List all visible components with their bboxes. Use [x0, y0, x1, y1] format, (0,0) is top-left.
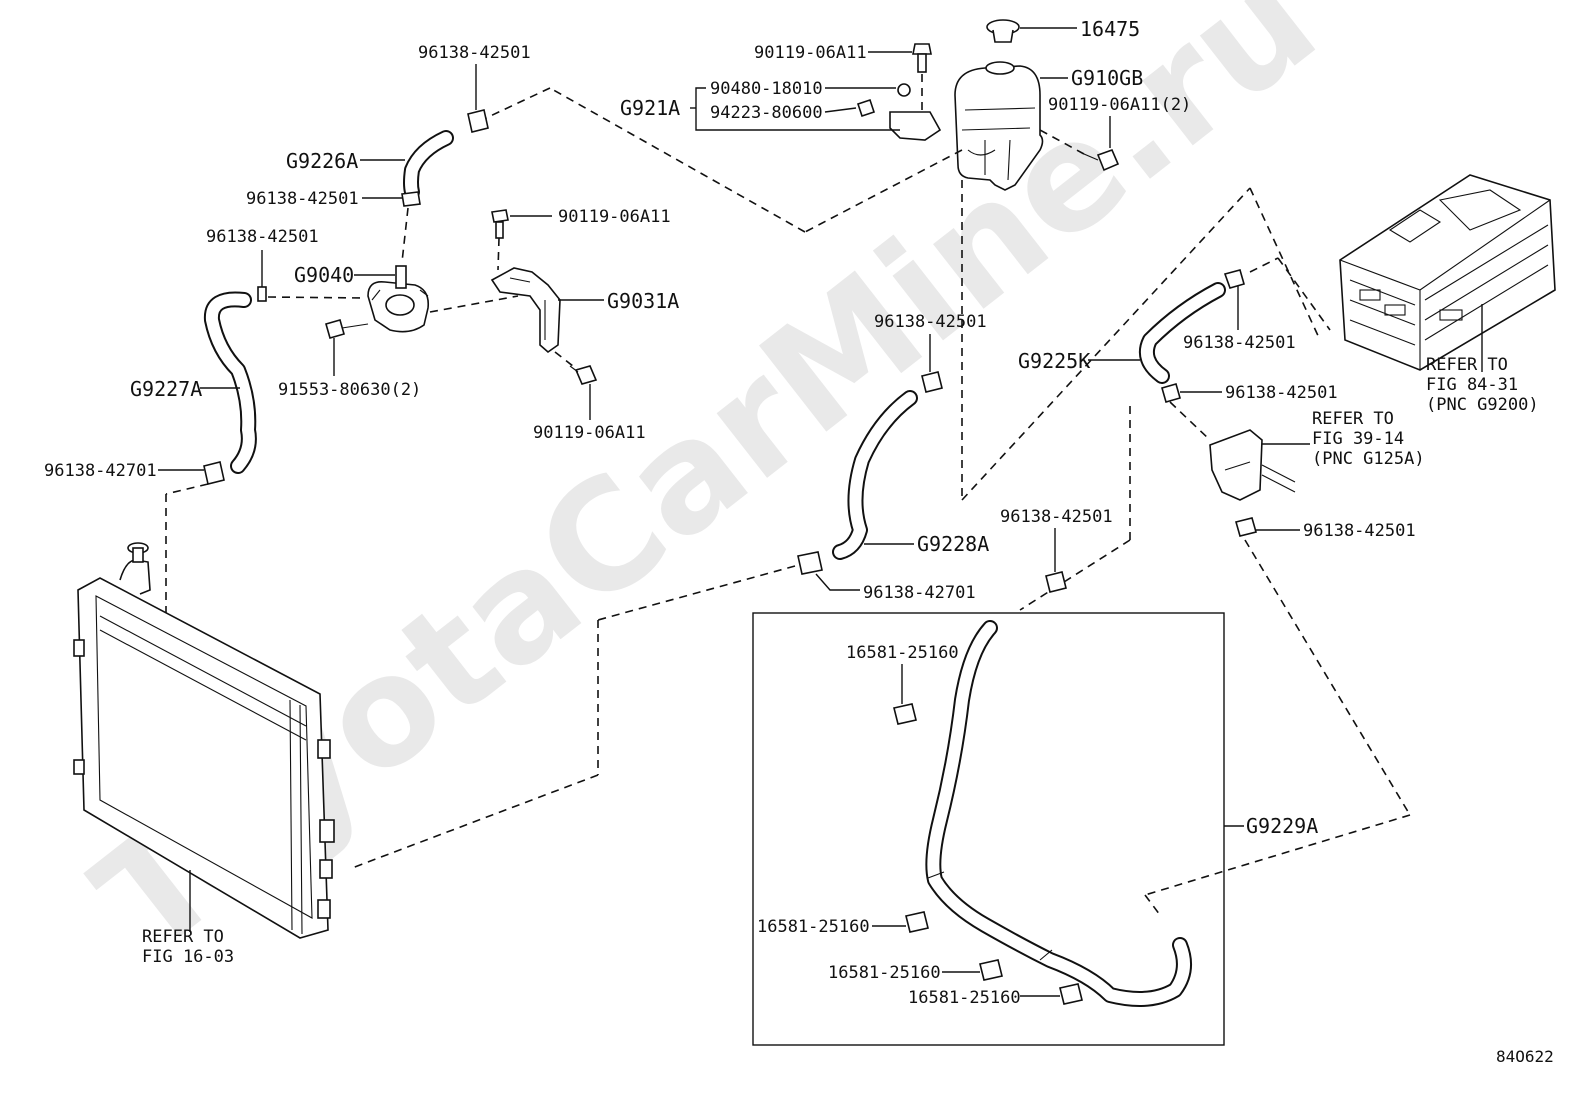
clamp-g9225k-bottom	[1161, 383, 1181, 403]
label-90119-bracket: 90119-06A11	[558, 207, 671, 227]
clamp-g9227a-top	[257, 286, 267, 302]
bolt-top	[912, 43, 932, 73]
ref-g125a-line3: (PNC G125A)	[1312, 449, 1425, 469]
reservoir-tank	[954, 61, 1044, 191]
label-clip4: 16581-25160	[908, 988, 1021, 1008]
bolt-bracket-top	[491, 209, 509, 239]
ref-radiator-line2: FIG 16-03	[142, 947, 234, 967]
clamp-42701-mid	[797, 551, 823, 575]
label-90119-lower: 90119-06A11	[533, 423, 646, 443]
ref-inverter-line1: REFER TO	[1426, 355, 1508, 375]
label-clip3: 16581-25160	[828, 963, 941, 983]
clamp-g9229a-top	[1045, 571, 1067, 593]
label-clamp-g9228a: 96138-42501	[874, 312, 987, 332]
label-g9228a: G9228A	[917, 532, 989, 556]
hose-g9226a	[403, 130, 454, 200]
bolt-bracket-lower	[569, 365, 598, 385]
label-90119-top: 90119-06A11	[754, 43, 867, 63]
clamp-42701-left	[203, 461, 225, 485]
bolt-tank-side	[1083, 148, 1120, 172]
hose-g9229a	[925, 620, 1192, 1007]
clip-1	[893, 703, 917, 725]
label-g910gb: G910GB	[1071, 66, 1143, 90]
hose-g9228a	[832, 390, 918, 560]
label-g9031a: G9031A	[607, 289, 679, 313]
diagram-code: 84O622	[1496, 1047, 1554, 1066]
clamp-top	[467, 109, 489, 133]
label-94223: 94223-80600	[710, 103, 823, 123]
label-91553: 91553-80630(2)	[278, 380, 421, 400]
clip-4	[1059, 983, 1083, 1005]
label-g9040: G9040	[294, 263, 354, 287]
label-clamp-42701-mid: 96138-42701	[863, 583, 976, 603]
clamp-g9225k-top	[1223, 269, 1245, 289]
g9229a-callout-box	[752, 612, 1225, 1046]
ref-g125a-line2: FIG 39-14	[1312, 429, 1404, 449]
bolt-pump	[325, 319, 369, 339]
label-90480: 90480-18010	[710, 79, 823, 99]
reservoir-cap	[986, 19, 1020, 43]
label-g9227a: G9227A	[130, 377, 202, 401]
label-g9226a: G9226A	[286, 149, 358, 173]
bracket-g9031a	[490, 267, 561, 354]
tank-bracket	[856, 83, 942, 141]
g125a-bracket-part	[1209, 429, 1296, 501]
inverter-assembly	[1339, 174, 1556, 371]
label-clamp-g125a: 96138-42501	[1303, 521, 1416, 541]
label-g9229a: G9229A	[1246, 814, 1318, 838]
clamp-g9226a	[401, 191, 421, 207]
label-clamp-top: 96138-42501	[418, 43, 531, 63]
label-clamp-42701-left: 96138-42701	[44, 461, 157, 481]
clip-3	[979, 959, 1003, 981]
clamp-g9228a	[921, 371, 943, 393]
label-90119-2: 90119-06A11(2)	[1048, 95, 1191, 115]
radiator	[73, 542, 335, 939]
clip-2	[905, 911, 929, 933]
ref-inverter-line2: FIG 84-31	[1426, 375, 1518, 395]
label-g9225k: G9225K	[1018, 349, 1090, 373]
label-clip2: 16581-25160	[757, 917, 870, 937]
ref-g125a-line1: REFER TO	[1312, 409, 1394, 429]
clamp-g125a	[1235, 517, 1257, 537]
hose-g9225k	[1139, 282, 1226, 384]
water-pump-g9040	[367, 265, 430, 333]
label-16475: 16475	[1080, 17, 1140, 41]
label-clamp-g9227a-top: 96138-42501	[206, 227, 319, 247]
label-clamp-g9229a-top: 96138-42501	[1000, 507, 1113, 527]
label-clamp-g9226a: 96138-42501	[246, 189, 359, 209]
label-clamp-g9225k-bot: 96138-42501	[1225, 383, 1338, 403]
label-g921a: G921A	[620, 96, 680, 120]
label-clip1: 16581-25160	[846, 643, 959, 663]
label-clamp-g9225k-top: 96138-42501	[1183, 333, 1296, 353]
ref-radiator-line1: REFER TO	[142, 927, 224, 947]
ref-inverter-line3: (PNC G9200)	[1426, 395, 1539, 415]
hose-g9227a	[203, 291, 257, 474]
